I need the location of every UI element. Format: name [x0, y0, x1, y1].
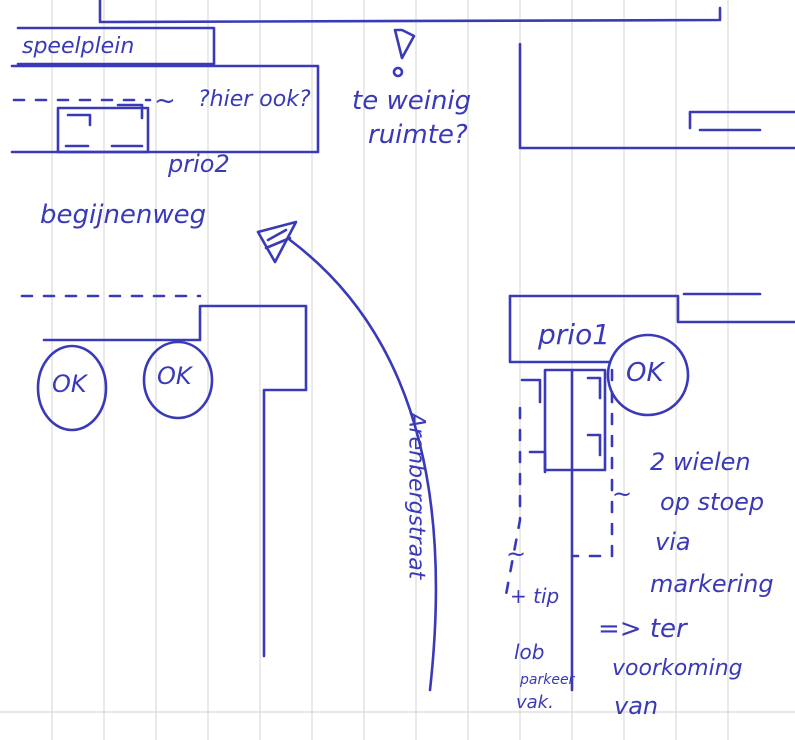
right-block [503, 292, 795, 692]
label-hier-ook: ?hier ook? [198, 87, 311, 112]
curved-arrow [256, 220, 438, 692]
ok-circles [36, 333, 690, 432]
label-vak: vak. [516, 692, 554, 713]
label-2-wielen: 2 wielen [650, 448, 751, 476]
exclamation-mark [392, 28, 416, 78]
label-ok-middle: OK [157, 362, 192, 390]
label-via: via [655, 528, 691, 556]
left-middle-block [20, 294, 308, 658]
label-ok-left: OK [52, 370, 87, 398]
label-prio1: prio1 [538, 318, 611, 351]
label-begijnenweg: begijnenweg [40, 200, 207, 230]
label-tilde: ~ [154, 86, 176, 116]
label-markering: markering [650, 570, 774, 598]
label-tip: + tip [510, 584, 560, 608]
label-lob: lob [514, 640, 545, 664]
label-op-stoep: op stoep [660, 488, 765, 516]
label-ter: => ter [598, 614, 687, 644]
label-prio2: prio2 [168, 150, 230, 178]
label-voorkoming: voorkoming [612, 656, 743, 681]
label-speelplein: speelplein [22, 34, 135, 59]
label-ruimte: ruimte? [368, 120, 468, 150]
label-tilde-left: ~ [506, 540, 527, 568]
label-tilde-right: ~ [612, 480, 633, 508]
label-te-weinig: te weinig [352, 86, 472, 116]
label-van: van [614, 692, 659, 720]
label-parkeer: parkeer [520, 672, 575, 688]
top-right-building [518, 42, 795, 150]
label-arenbergstraat: Arenbergstraat [403, 412, 429, 580]
top-left-blocks [10, 0, 722, 154]
label-ok-right: OK [626, 358, 664, 388]
